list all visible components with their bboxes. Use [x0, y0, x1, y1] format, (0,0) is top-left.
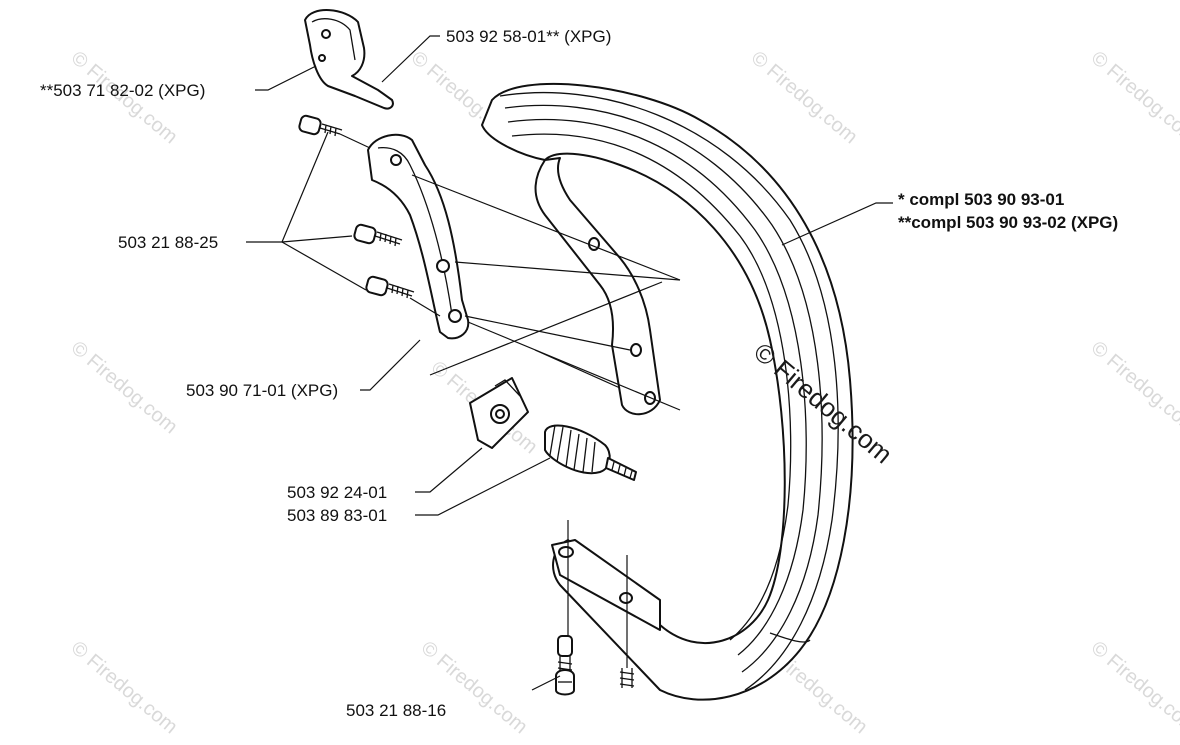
part-labels: 503 92 58-01** (XPG) **503 71 82-02 (XPG… [40, 27, 1118, 720]
screw-2 [353, 223, 403, 247]
label-damper-plate: 503 92 24-01 [287, 483, 387, 502]
label-switch: **503 71 82-02 (XPG) [40, 81, 205, 100]
watermark-bl: © Firedog.com [67, 637, 182, 738]
screw-3 [365, 275, 415, 299]
spring-damper-part [544, 424, 637, 481]
label-screw-bottom: 503 21 88-16 [346, 701, 446, 720]
screw-1 [298, 114, 343, 137]
watermark-mr: © Firedog.com [1087, 337, 1180, 438]
leader-lines [246, 35, 893, 691]
watermark-tr1: © Firedog.com [747, 47, 862, 148]
watermark-ml: © Firedog.com [67, 337, 182, 438]
watermark-tr2: © Firedog.com [1087, 47, 1180, 148]
label-spring-damper: 503 89 83-01 [287, 506, 387, 525]
watermark-bm: © Firedog.com [417, 637, 532, 738]
label-handle-line-1: * compl 503 90 93-01 [898, 190, 1064, 209]
watermark-br: © Firedog.com [1087, 637, 1180, 738]
screws-top [298, 114, 415, 299]
bracket-part [367, 133, 470, 340]
screws-bottom [555, 635, 635, 696]
label-bracket: 503 90 71-01 (XPG) [186, 381, 338, 400]
screw-bottom-1 [555, 635, 575, 696]
label-screw-top: 503 21 88-25 [118, 233, 218, 252]
label-handle-line-2: **compl 503 90 93-02 (XPG) [898, 213, 1118, 232]
screw-bottom-2 [619, 668, 635, 688]
guard-lever-part [304, 9, 394, 110]
assembly-lines [339, 133, 681, 668]
damper-plate-part [469, 377, 529, 449]
label-guard-lever: 503 92 58-01** (XPG) [446, 27, 611, 46]
